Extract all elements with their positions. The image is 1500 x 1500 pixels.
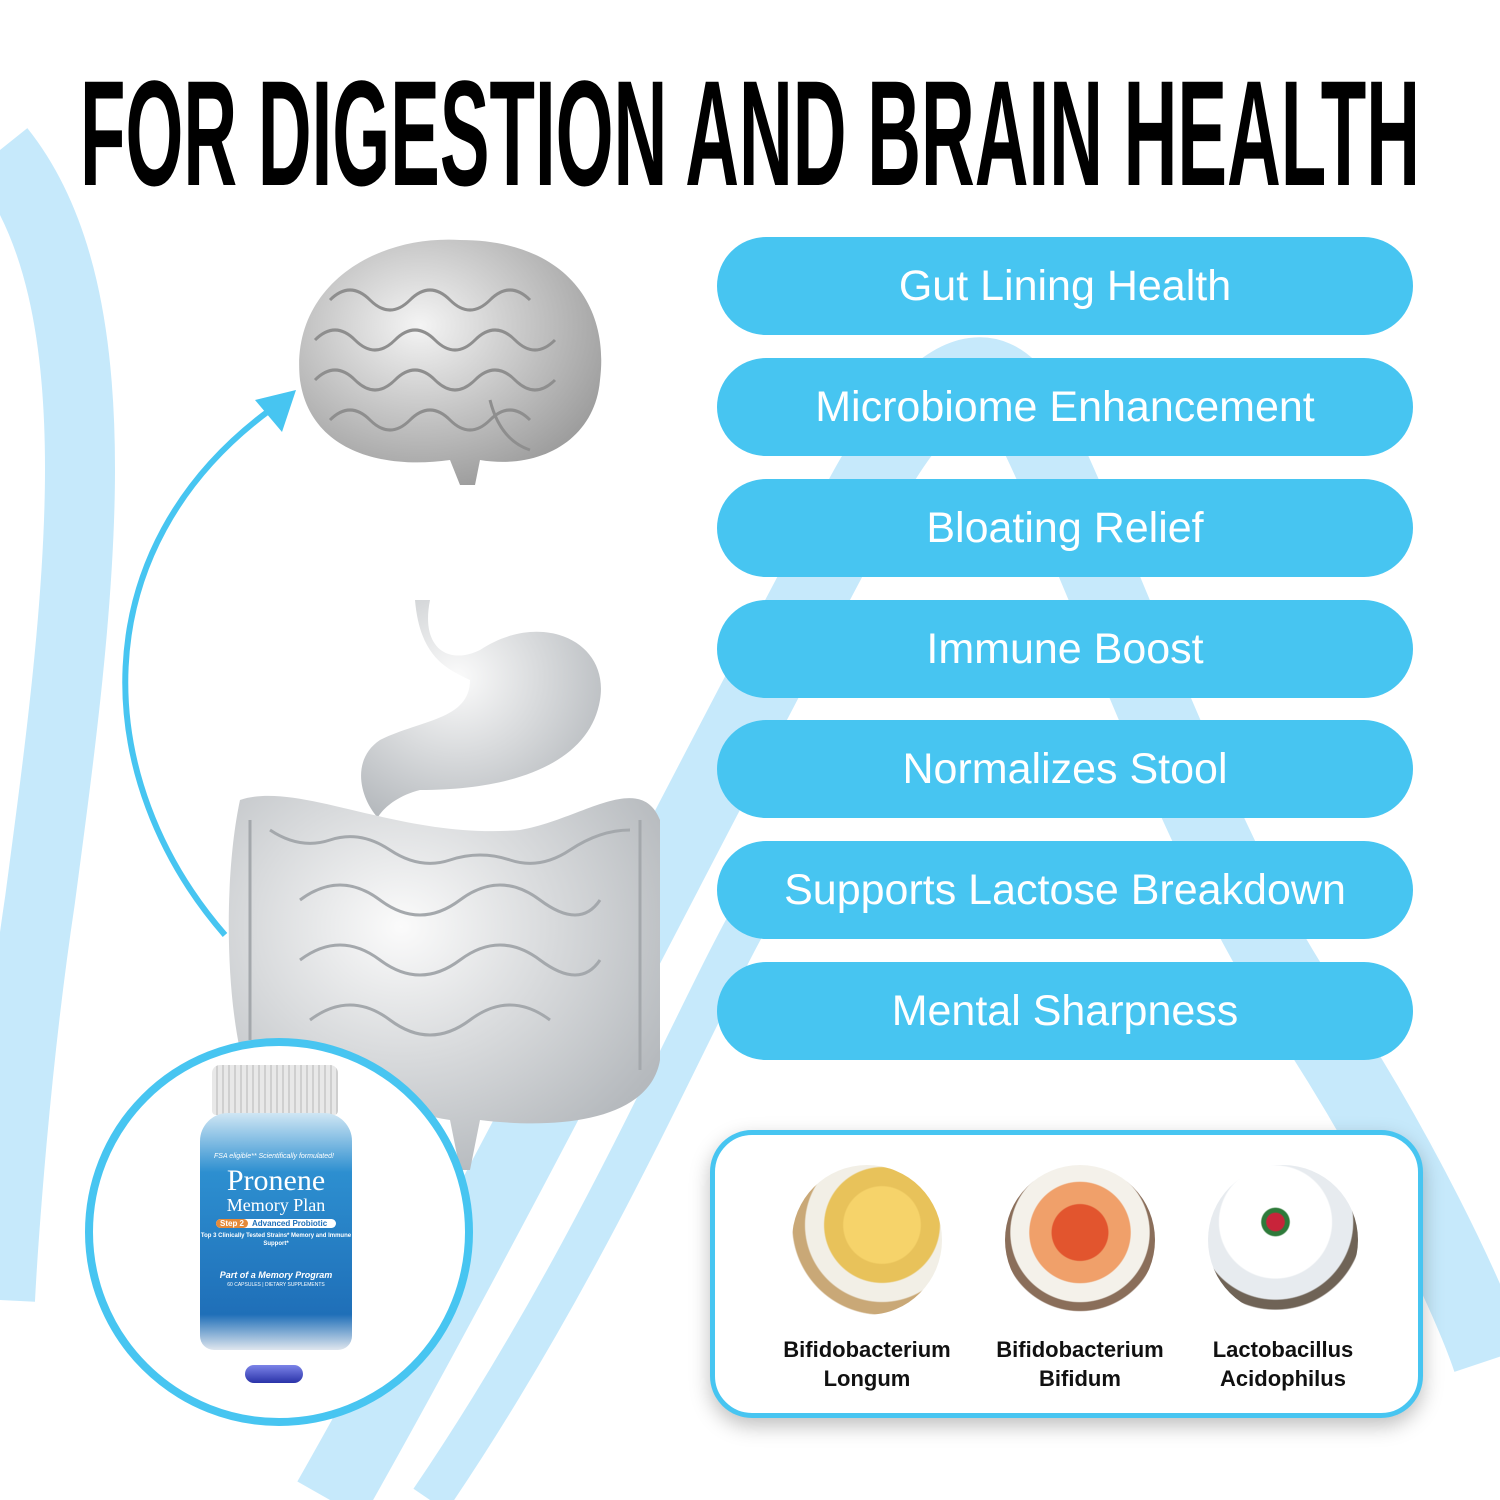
benefit-pill-mental: Mental Sharpness bbox=[717, 962, 1413, 1060]
benefit-pill-gut-lining: Gut Lining Health bbox=[717, 237, 1413, 335]
product-brand: Pronene bbox=[226, 1164, 326, 1197]
strain-name-line2: Acidophilus bbox=[1220, 1366, 1346, 1391]
bottle-label: FSA eligible** Scientifically formulated… bbox=[200, 1113, 352, 1350]
yogurt-image bbox=[1208, 1165, 1358, 1315]
strain-name-line2: Bifidum bbox=[1039, 1366, 1121, 1391]
product-count: 60 CAPSULES | DIETARY SUPPLEMENTS bbox=[227, 1282, 325, 1288]
benefit-pill-microbiome: Microbiome Enhancement bbox=[717, 358, 1413, 456]
benefit-pill-lactose: Supports Lactose Breakdown bbox=[717, 841, 1413, 939]
strain-name-line2: Longum bbox=[823, 1366, 911, 1391]
product-tagline: FSA eligible** Scientifically formulated… bbox=[214, 1153, 334, 1160]
benefit-pill-stool: Normalizes Stool bbox=[717, 720, 1413, 818]
product-claim: Top 3 Clinically Tested Strains* Memory … bbox=[200, 1233, 352, 1247]
bottle-cap bbox=[212, 1065, 338, 1115]
strain-name-line1: Bifidobacterium bbox=[783, 1337, 951, 1362]
headline-container: FOR DIGESTION AND BRAIN HEALTH bbox=[80, 55, 1420, 205]
product-name: Memory Plan bbox=[226, 1195, 326, 1215]
product-type-label: Advanced Probiotic bbox=[252, 1219, 328, 1228]
capsule-icon bbox=[245, 1365, 303, 1383]
cheese-image bbox=[792, 1165, 942, 1315]
benefit-pill-bloating: Bloating Relief bbox=[717, 479, 1413, 577]
product-step: Step 2 bbox=[216, 1219, 249, 1228]
product-bottle: FSA eligible** Scientifically formulated… bbox=[200, 1065, 352, 1350]
kimchi-image bbox=[1005, 1165, 1155, 1315]
product-program: Part of a Memory Program bbox=[219, 1270, 333, 1280]
benefit-pill-immune: Immune Boost bbox=[717, 600, 1413, 698]
strain-name-line1: Bifidobacterium bbox=[996, 1337, 1164, 1362]
strain-name-line1: Lactobacillus bbox=[1212, 1337, 1354, 1362]
headline: FOR DIGESTION AND BRAIN HEALTH bbox=[80, 55, 1420, 205]
